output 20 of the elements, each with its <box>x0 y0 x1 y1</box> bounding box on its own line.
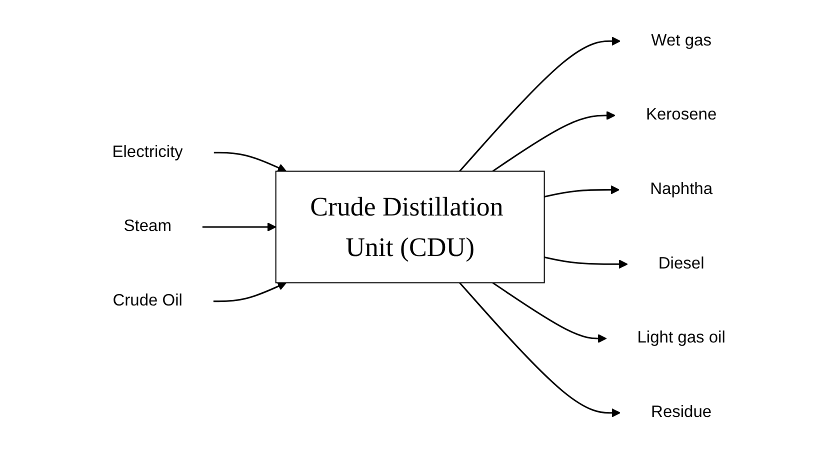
node-text: Residue <box>650 404 712 422</box>
arrow <box>458 282 620 418</box>
node-box <box>275 170 544 284</box>
arrow <box>492 110 616 172</box>
arrow <box>544 256 628 269</box>
arrow <box>214 152 286 172</box>
node-text: Kerosene <box>646 106 716 124</box>
arrow <box>213 282 286 302</box>
node-text: Diesel <box>658 254 704 272</box>
arrow <box>492 282 606 344</box>
arrow <box>202 222 276 232</box>
node-text: Naphtha <box>650 180 712 198</box>
node-text: Crude Oil <box>112 292 182 310</box>
node-text: Light gas oil <box>636 329 726 347</box>
arrow <box>544 185 620 198</box>
flowchart: Electricity Steam Crude Oil Crude Distillation Unit (CDU) Wet gas Kerosene Naphtha Diesel Light gas oil Residue <box>72 5 764 449</box>
node-text: Steam <box>123 218 172 236</box>
node-text: Electricity <box>112 143 183 161</box>
node-text: Wet gas <box>650 32 712 50</box>
arrow <box>458 36 620 172</box>
